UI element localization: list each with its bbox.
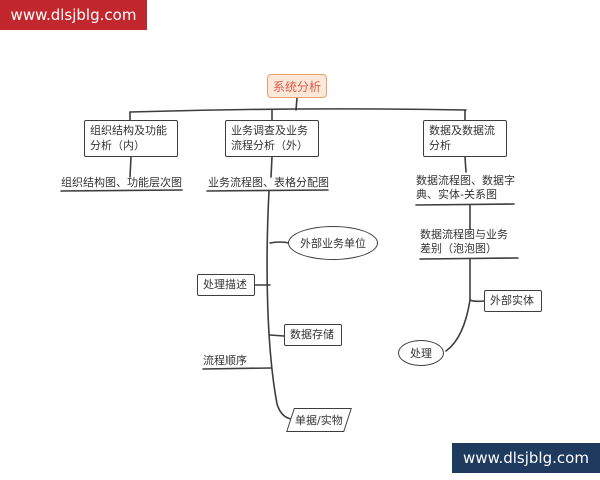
- node-business-survey-analysis: 业务调查及业务 流程分析（外）: [225, 120, 319, 157]
- edge-org-underline: [60, 189, 183, 192]
- node-root-system-analysis: 系统分析: [267, 74, 327, 98]
- edge-data-underline1: [415, 203, 515, 206]
- node-document-item-label: 单据/实物: [295, 414, 343, 427]
- edge-data-underline2: [419, 257, 519, 260]
- edge-to-external-unit: [269, 241, 290, 244]
- edge-flow-order-underline: [202, 367, 272, 370]
- label-flow-order: 流程顺序: [203, 354, 247, 367]
- edge-root-stem: [295, 97, 298, 111]
- node-process: 处理: [398, 340, 444, 366]
- edge-biz-underline: [206, 189, 329, 192]
- label-data-diagrams: 数据流程图、数据字 典、实体-关系图: [416, 174, 515, 202]
- edge-data-down: [464, 156, 467, 173]
- node-data-flow-analysis: 数据及数据流 分析: [423, 120, 507, 157]
- node-external-entity: 外部实体: [484, 290, 542, 312]
- watermark-bottom-right: www.dlsjblg.com: [452, 443, 600, 473]
- node-process-description: 处理描述: [197, 274, 255, 296]
- edge-to-data-store: [269, 334, 285, 337]
- watermark-top-left: www.dlsjblg.com: [0, 0, 147, 30]
- edge-top-horizontal: [129, 108, 467, 113]
- edge-biz-down: [270, 156, 273, 178]
- node-external-business-unit: 外部业务单位: [288, 226, 378, 260]
- label-bubble-diagram: 数据流程图与业务 差别（泡泡图）: [420, 228, 508, 256]
- edge-org-down: [129, 156, 132, 178]
- node-org-structure-analysis: 组织结构及功能 分析（内）: [84, 120, 178, 157]
- edge-to-process: [445, 299, 471, 352]
- label-org-diagrams: 组织结构图、功能层次图: [61, 176, 182, 189]
- edge-to-external-entity: [469, 299, 485, 303]
- node-document-item: 单据/实物: [286, 408, 352, 432]
- edge-biz-trunk: [266, 190, 292, 420]
- label-biz-diagrams: 业务流程图、表格分配图: [208, 176, 329, 189]
- node-data-store: 数据存储: [284, 324, 342, 346]
